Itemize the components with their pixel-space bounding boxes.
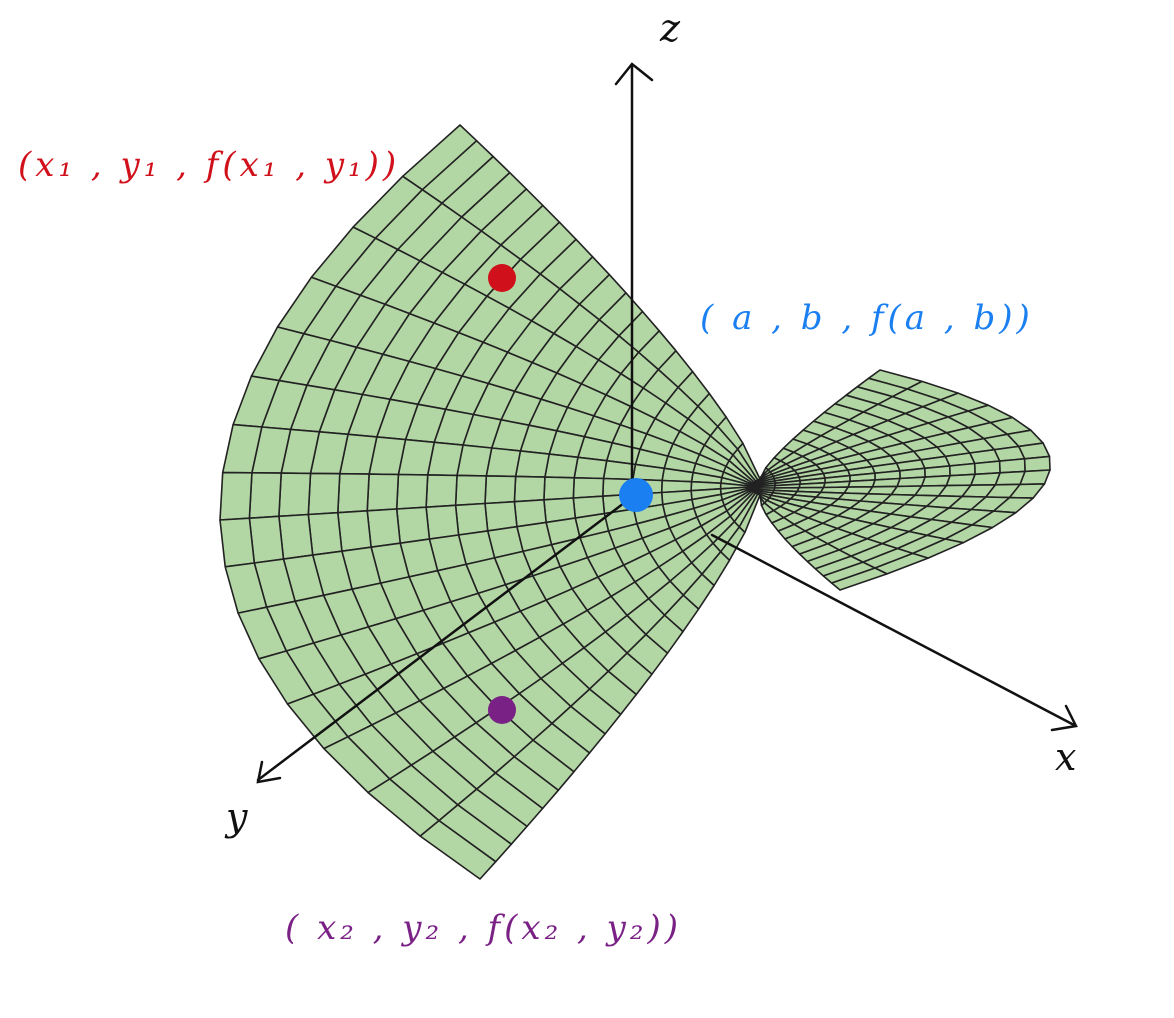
mesh-cell	[514, 450, 551, 478]
mesh-cell	[454, 474, 488, 507]
y-axis	[256, 495, 634, 782]
y-axis-arrowhead	[256, 760, 282, 784]
mesh-cell	[573, 456, 608, 480]
x-axis-arrowhead	[1050, 704, 1078, 732]
mesh-cell	[425, 474, 458, 509]
mesh-cell	[425, 504, 460, 540]
mesh-cell	[395, 473, 429, 510]
mesh-cell	[896, 476, 926, 488]
mesh-cell	[248, 515, 285, 564]
mesh-cell	[219, 517, 256, 568]
mesh-cell	[454, 502, 489, 536]
red-point-label: (x₁ , y₁ , f(x₁ , y₁))	[18, 145, 401, 185]
mesh-cell	[871, 477, 901, 488]
mesh-cell	[366, 473, 400, 512]
mesh-cell	[278, 472, 312, 518]
blue-point-label: ( a , b , f(a , b))	[700, 298, 1034, 338]
mesh-cell	[336, 509, 372, 553]
mesh-cell	[513, 475, 546, 503]
mesh-cell	[602, 459, 637, 481]
mesh-cell	[278, 513, 314, 560]
mesh-cell	[219, 471, 253, 521]
mesh-cell	[1023, 455, 1051, 473]
mesh-cell	[484, 475, 517, 505]
mesh-cell	[336, 472, 370, 514]
mesh-cell	[307, 472, 341, 516]
x-axis	[710, 533, 1076, 727]
z-axis-arrowhead	[614, 62, 654, 86]
z-axis-label: z	[660, 6, 681, 50]
purple-point	[488, 696, 516, 724]
saddle-surface-mesh	[219, 124, 1051, 880]
red-point	[488, 264, 516, 292]
x-axis-label: x	[1055, 735, 1077, 779]
mesh-cell	[248, 471, 283, 520]
mesh-cell	[998, 457, 1026, 474]
y-axis-label: y	[226, 795, 248, 839]
mesh-cell	[572, 476, 605, 499]
mesh-cell	[419, 819, 497, 880]
mesh-cell	[395, 506, 431, 545]
mesh-cell	[543, 476, 576, 501]
mesh-cell	[484, 500, 518, 532]
mesh-cell	[920, 474, 951, 487]
blue-point	[619, 478, 653, 512]
purple-point-label: ( x₂ , y₂ , f(x₂ , y₂))	[285, 908, 683, 948]
mesh-cell	[544, 453, 579, 479]
mesh-cell	[307, 511, 343, 556]
mesh-cell	[366, 508, 402, 549]
